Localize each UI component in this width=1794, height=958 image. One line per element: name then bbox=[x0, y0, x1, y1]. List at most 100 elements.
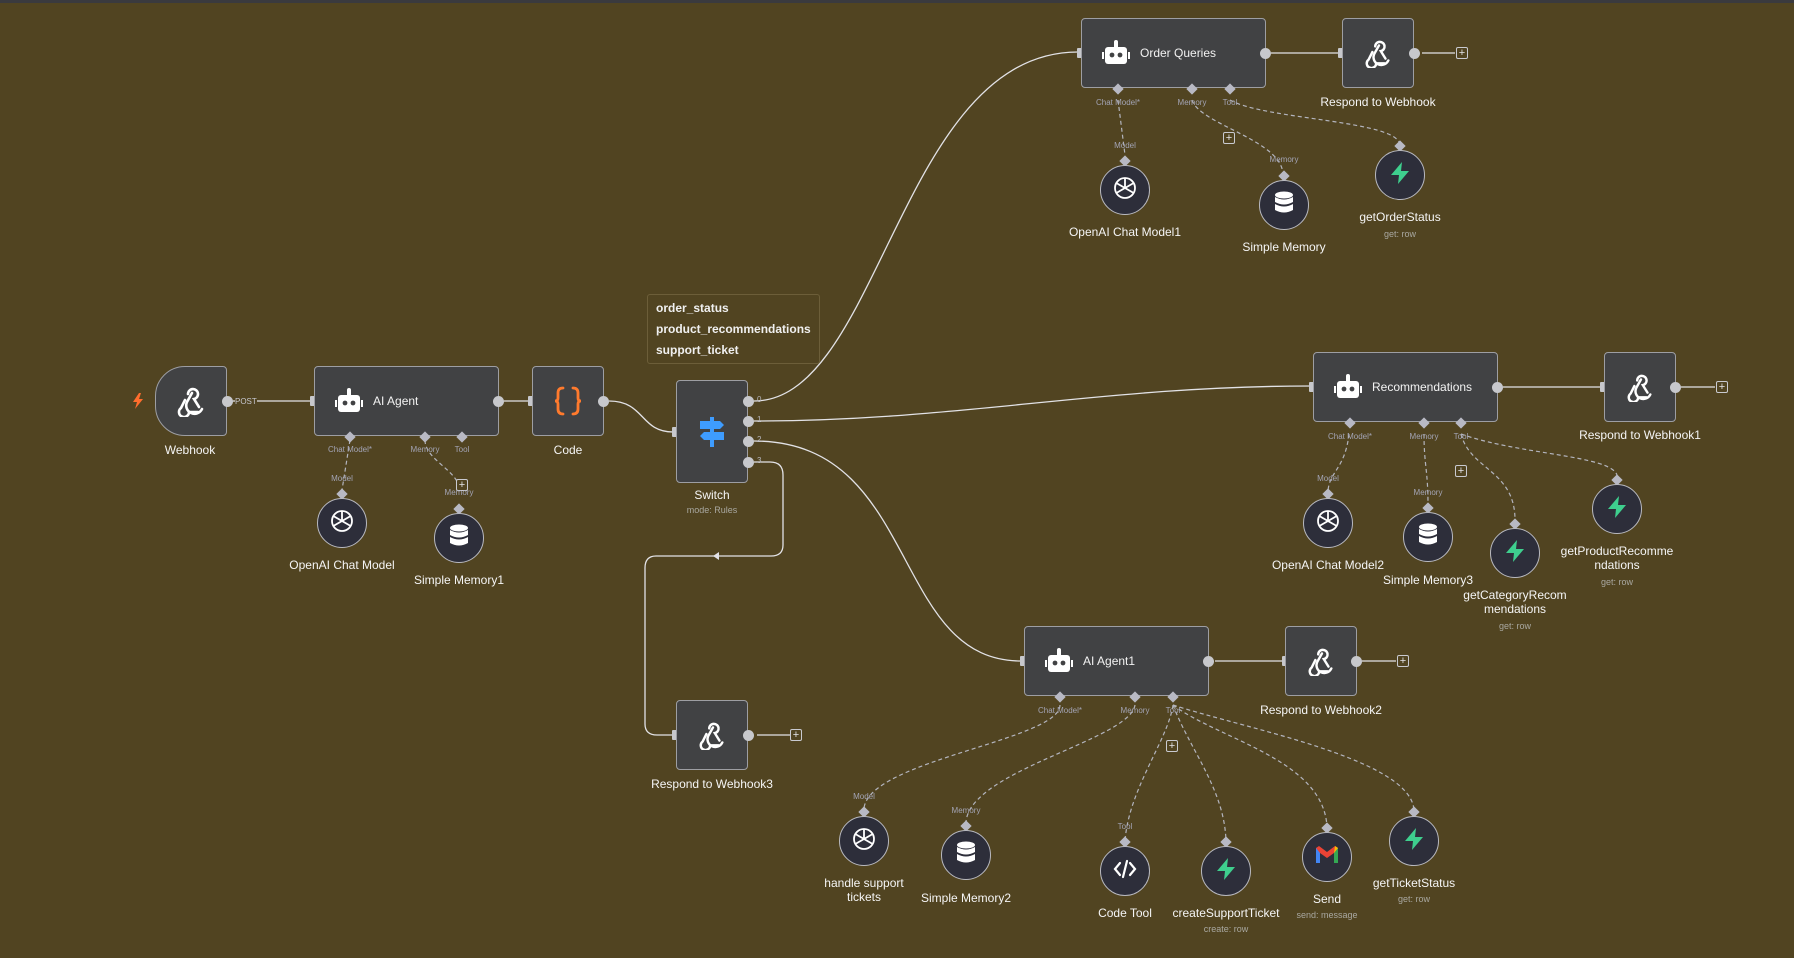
respond3-input-port[interactable] bbox=[672, 730, 677, 740]
tool-port-label: Tool bbox=[1117, 822, 1133, 831]
add-tool-button[interactable]: + bbox=[1455, 465, 1467, 477]
switch-output-2-label: 2 bbox=[757, 435, 762, 444]
memory-port-label: Memory bbox=[1413, 488, 1443, 497]
code-input-port[interactable] bbox=[528, 396, 533, 406]
respond-to-webhook1-label: Respond to Webhook1 bbox=[1579, 428, 1701, 442]
openai-chat-model1-label: OpenAI Chat Model1 bbox=[1068, 225, 1182, 239]
code-output-port[interactable] bbox=[598, 396, 609, 407]
tool-label: Tool bbox=[1453, 432, 1469, 441]
recommendations-input-port[interactable] bbox=[1309, 382, 1314, 392]
switch-output-3[interactable] bbox=[743, 457, 754, 468]
simple-memory2-node[interactable] bbox=[941, 830, 991, 880]
supabase-icon bbox=[1504, 539, 1526, 568]
add-node-button[interactable]: + bbox=[1397, 655, 1409, 667]
ai-agent1-output-port[interactable] bbox=[1203, 656, 1214, 667]
simple-memory1-node[interactable] bbox=[434, 513, 484, 563]
respond-to-webhook-node[interactable] bbox=[1342, 18, 1414, 88]
openai-chat-model-node[interactable] bbox=[317, 498, 367, 548]
get-category-recs-label: getCategoryRecom mendations bbox=[1463, 588, 1567, 616]
add-node-button[interactable]: + bbox=[1456, 47, 1468, 59]
respond2-input-port[interactable] bbox=[1282, 656, 1287, 666]
ai-agent-output-port[interactable] bbox=[493, 396, 504, 407]
model-port-label: Model bbox=[1317, 474, 1339, 483]
add-tool-button[interactable]: + bbox=[1223, 132, 1235, 144]
simple-memory3-node[interactable] bbox=[1403, 512, 1453, 562]
ai-agent1-node[interactable]: AI Agent1 bbox=[1024, 626, 1209, 696]
recommendations-output-port[interactable] bbox=[1492, 382, 1503, 393]
recommendations-node[interactable]: Recommendations bbox=[1313, 352, 1498, 422]
openai-chat-model1-node[interactable] bbox=[1100, 165, 1150, 215]
simple-memory-node[interactable] bbox=[1259, 180, 1309, 230]
get-category-recs-node[interactable] bbox=[1490, 528, 1540, 578]
respond-to-webhook2-node[interactable] bbox=[1285, 626, 1357, 696]
tool-label: Tool bbox=[454, 445, 470, 454]
add-node-button[interactable]: + bbox=[1716, 381, 1728, 393]
add-tool-button[interactable]: + bbox=[1166, 740, 1178, 752]
add-node-button[interactable]: + bbox=[790, 729, 802, 741]
code-label: Code bbox=[553, 443, 583, 457]
switch-label: Switch bbox=[694, 488, 730, 502]
switch-output-1-label: 1 bbox=[757, 415, 762, 424]
switch-input-port[interactable] bbox=[672, 427, 677, 437]
respond1-output-port[interactable] bbox=[1670, 382, 1681, 393]
create-support-ticket-sub: create: row bbox=[1203, 924, 1249, 934]
note-line-product-recs: product_recommendations bbox=[656, 322, 811, 336]
model-port-label: Model bbox=[331, 474, 353, 483]
order-queries-title: Order Queries bbox=[1140, 46, 1217, 60]
ai-agent1-input-port[interactable] bbox=[1020, 656, 1025, 666]
get-order-status-sub: get: row bbox=[1383, 229, 1416, 239]
switch-output-2[interactable] bbox=[743, 436, 754, 447]
openai-icon bbox=[1315, 508, 1341, 539]
braces-icon bbox=[553, 385, 583, 417]
respond-input-port[interactable] bbox=[1338, 48, 1343, 58]
switch-node[interactable] bbox=[676, 380, 748, 483]
openai-chat-model2-node[interactable] bbox=[1303, 498, 1353, 548]
respond-to-webhook3-node[interactable] bbox=[676, 700, 748, 770]
code-node[interactable] bbox=[532, 366, 604, 436]
chat-model-label: Chat Model* bbox=[1327, 432, 1373, 441]
send-node[interactable] bbox=[1302, 832, 1352, 882]
respond1-input-port[interactable] bbox=[1600, 382, 1605, 392]
get-product-recs-node[interactable] bbox=[1592, 484, 1642, 534]
switch-output-1[interactable] bbox=[743, 416, 754, 427]
order-queries-output-port[interactable] bbox=[1260, 48, 1271, 59]
signpost-icon bbox=[696, 415, 728, 449]
get-ticket-status-node[interactable] bbox=[1389, 816, 1439, 866]
webhook-node[interactable] bbox=[155, 366, 227, 436]
order-queries-node[interactable]: Order Queries bbox=[1081, 18, 1266, 88]
handle-support-tickets-node[interactable] bbox=[839, 816, 889, 866]
switch-output-0[interactable] bbox=[743, 396, 754, 407]
sticky-note[interactable]: order_status product_recommendations sup… bbox=[647, 294, 820, 364]
openai-chat-model-label: OpenAI Chat Model bbox=[289, 558, 395, 572]
respond2-output-port[interactable] bbox=[1351, 656, 1362, 667]
webhook-icon bbox=[175, 385, 207, 417]
respond-to-webhook3-label: Respond to Webhook3 bbox=[651, 777, 773, 791]
model-port-label: Model bbox=[1114, 141, 1136, 150]
respond3-output-port[interactable] bbox=[743, 730, 754, 741]
edge-switch-aiagent1 bbox=[753, 440, 1022, 662]
respond-output-port[interactable] bbox=[1409, 48, 1420, 59]
ai-agent-input-port[interactable] bbox=[310, 396, 315, 406]
get-order-status-node[interactable] bbox=[1375, 150, 1425, 200]
respond-to-webhook1-node[interactable] bbox=[1604, 352, 1676, 422]
tool-label: Tool bbox=[1222, 98, 1238, 107]
openai-icon bbox=[1112, 175, 1138, 206]
openai-icon bbox=[851, 826, 877, 857]
webhook-icon bbox=[697, 720, 727, 750]
ai-agent-node[interactable]: AI Agent bbox=[314, 366, 499, 436]
order-queries-input-port[interactable] bbox=[1077, 48, 1082, 58]
simple-memory1-label: Simple Memory1 bbox=[413, 573, 505, 587]
memory-label: Memory bbox=[410, 445, 440, 454]
add-tool-button[interactable]: + bbox=[456, 479, 468, 491]
code-tool-node[interactable] bbox=[1100, 846, 1150, 896]
create-support-ticket-node[interactable] bbox=[1201, 846, 1251, 896]
memory-port-label: Memory bbox=[444, 488, 474, 497]
edge-switch-recommendations bbox=[753, 385, 1312, 422]
database-icon bbox=[448, 524, 470, 553]
respond-to-webhook2-label: Respond to Webhook2 bbox=[1260, 703, 1382, 717]
note-line-order-status: order_status bbox=[656, 301, 729, 315]
chat-model-label: Chat Model* bbox=[1037, 706, 1083, 715]
webhook-output-port[interactable] bbox=[222, 396, 233, 407]
memory-label: Memory bbox=[1120, 706, 1150, 715]
